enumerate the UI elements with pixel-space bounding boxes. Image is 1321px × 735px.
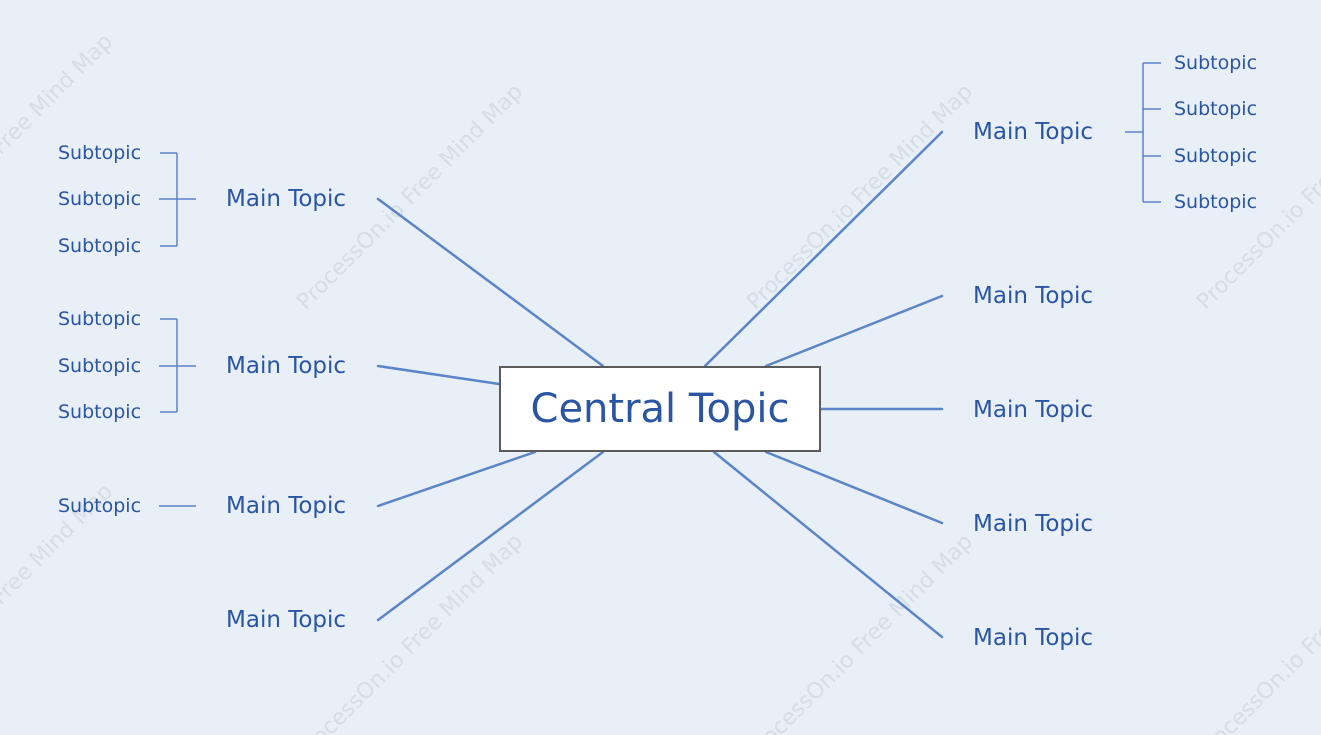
subtopic[interactable]: Subtopic [58, 188, 142, 210]
subtopic[interactable]: Subtopic [1174, 98, 1258, 120]
bracket-left-1 [159, 152, 196, 247]
connector-left-3 [376, 450, 537, 508]
connector-right-1 [703, 130, 944, 368]
main-topic[interactable]: Main Topic [226, 607, 347, 633]
main-topic[interactable]: Main Topic [226, 493, 347, 519]
subtopic[interactable]: Subtopic [58, 308, 142, 330]
connector-right-4 [764, 450, 944, 525]
connector-left-1 [376, 197, 605, 368]
bracket-left-2 [159, 318, 196, 413]
bracket-right-1 [1125, 62, 1161, 203]
subtopic[interactable]: Subtopic [1174, 52, 1258, 74]
connector-right-2 [764, 294, 944, 368]
main-topic[interactable]: Main Topic [973, 511, 1094, 537]
main-topic[interactable]: Main Topic [973, 625, 1094, 651]
subtopic[interactable]: Subtopic [58, 401, 142, 423]
subtopic[interactable]: Subtopic [1174, 145, 1258, 167]
subtopic[interactable]: Subtopic [58, 235, 142, 257]
subtopic[interactable]: Subtopic [58, 355, 142, 377]
connector-right-5 [712, 450, 944, 639]
main-topic[interactable]: Main Topic [226, 353, 347, 379]
main-topic[interactable]: Main Topic [973, 283, 1094, 309]
main-topic[interactable]: Main Topic [973, 119, 1094, 145]
main-topic[interactable]: Main Topic [973, 397, 1094, 423]
connector-left-4 [376, 450, 605, 622]
central-topic-label: Central Topic [530, 386, 790, 432]
connector-left-2 [376, 364, 501, 386]
central-topic[interactable]: Central Topic [499, 366, 821, 452]
subtopic[interactable]: Subtopic [58, 142, 142, 164]
subtopic[interactable]: Subtopic [1174, 191, 1258, 213]
subtopic[interactable]: Subtopic [58, 495, 142, 517]
main-topic[interactable]: Main Topic [226, 186, 347, 212]
